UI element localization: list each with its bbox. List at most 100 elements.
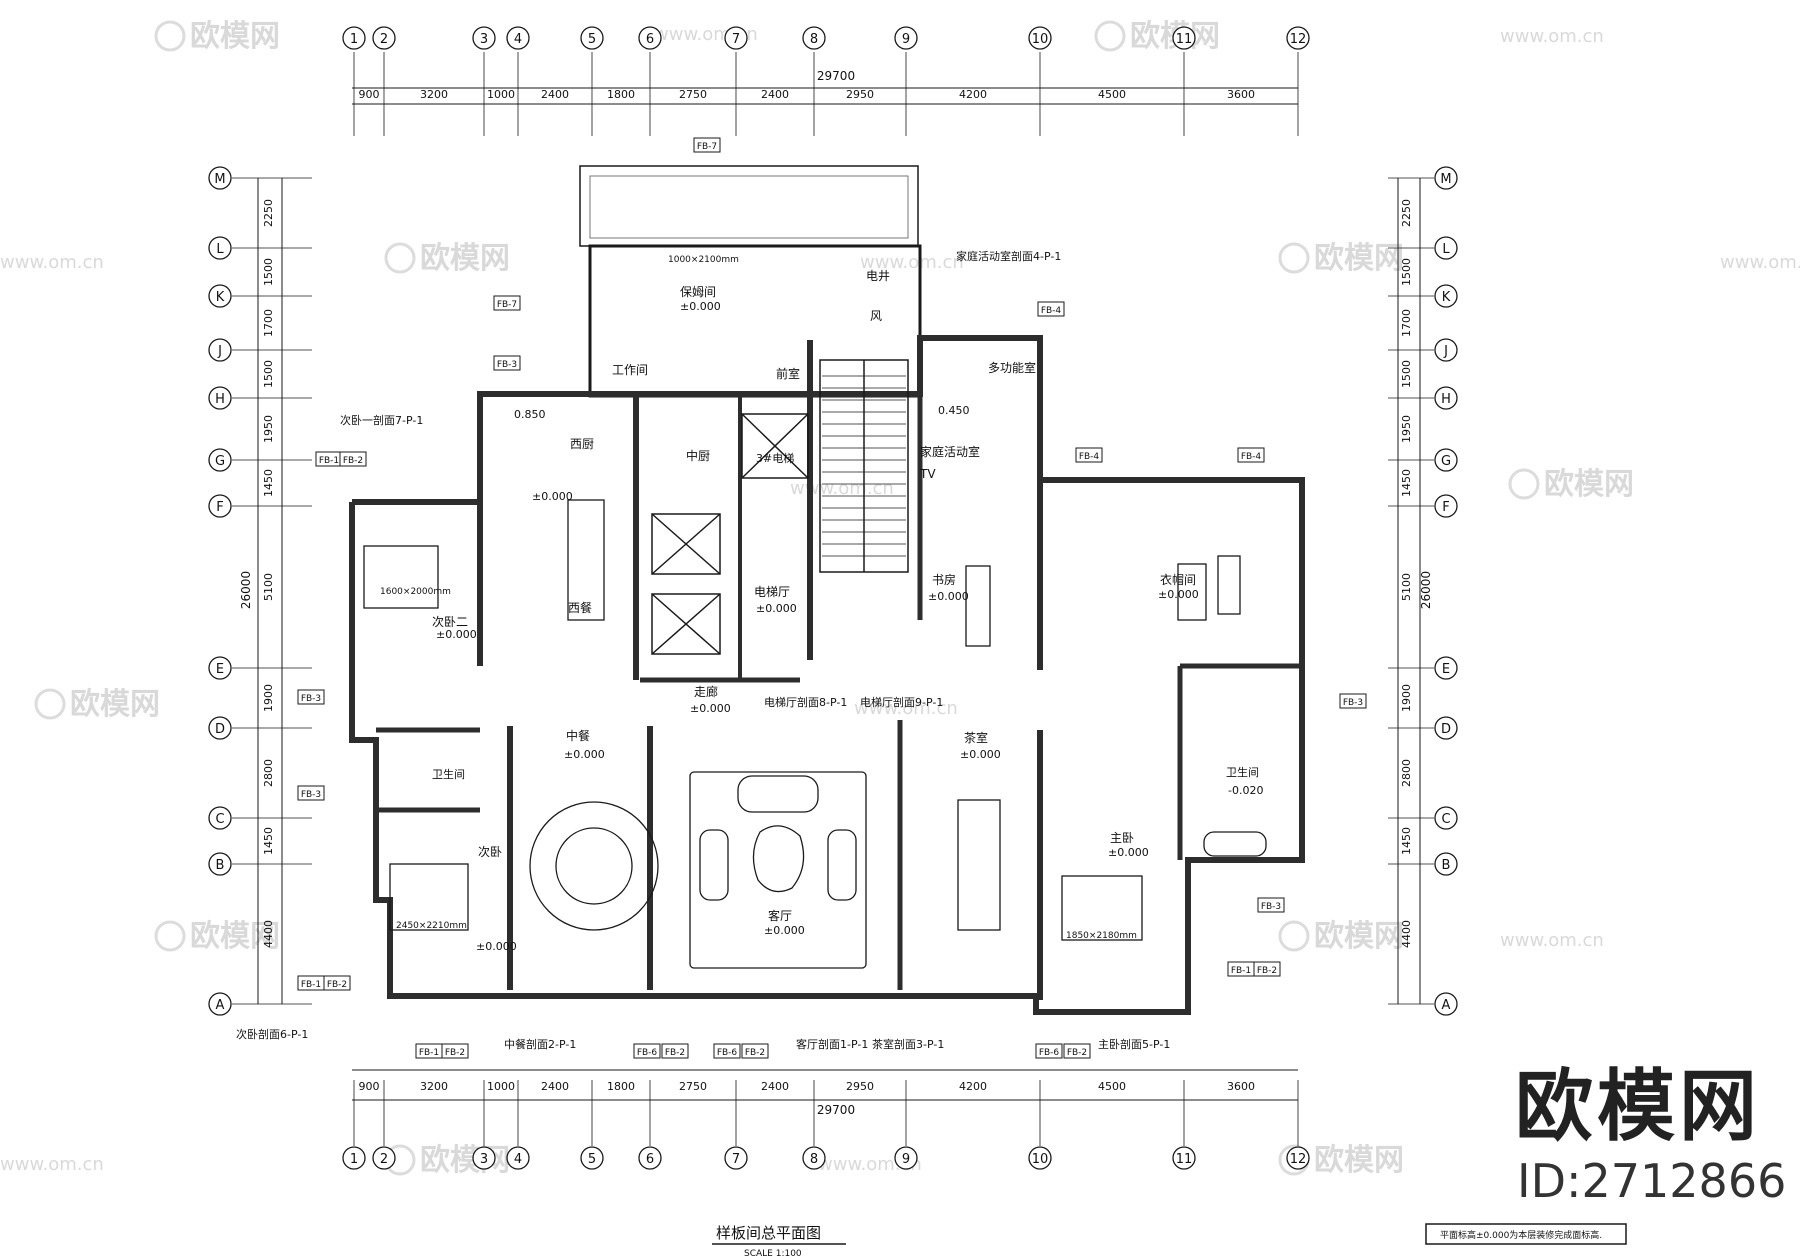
column-axis-label: 3	[480, 1152, 488, 1167]
room-level: ±0.000	[764, 924, 805, 937]
bed-size-label: 2450×2210mm	[396, 921, 467, 931]
row-dimension: 1450	[262, 827, 275, 855]
fb-tag-label: FB-2	[327, 980, 347, 990]
fb-tag-label: FB-2	[745, 1048, 765, 1058]
total-dimension: 29700	[817, 69, 855, 83]
drawing-scale: SCALE 1:100	[744, 1249, 802, 1259]
room-level: 0.450	[938, 404, 970, 417]
fb-tag-box	[493, 295, 521, 311]
watermark-logo	[154, 920, 186, 952]
column-axis-label: 10	[1032, 1152, 1049, 1167]
fb-tag-box	[1035, 1043, 1063, 1059]
watermark-logo	[1278, 242, 1310, 274]
column-axis-label: 1	[350, 1152, 358, 1167]
section-ref: 客厅剖面1-P-1	[796, 1037, 868, 1051]
row-dimension: 1900	[1400, 684, 1413, 712]
room-label: 次卧	[478, 845, 502, 859]
watermark-brand-text: 欧模网	[420, 241, 510, 276]
room-level: ±0.000	[960, 748, 1001, 761]
fb-tag-box	[661, 1043, 689, 1059]
row-dimension: 5100	[1400, 573, 1413, 601]
column-axis-bubble	[638, 1146, 662, 1170]
section-ref: 家庭活动室剖面4-P-1	[956, 249, 1061, 263]
elevators-stairs	[651, 359, 909, 655]
fb-tag-box	[693, 137, 721, 153]
row-dimension: 1700	[262, 309, 275, 337]
fb-tag-label: FB-2	[445, 1048, 465, 1058]
row-axis-label: C	[1441, 812, 1450, 827]
room-level: ±0.000	[928, 590, 969, 603]
column-dimension: 1800	[607, 88, 635, 101]
fb-tag-label: FB-2	[343, 456, 363, 466]
fb-tag-label: FB-1	[319, 456, 339, 466]
row-axis-label: H	[1441, 392, 1451, 407]
section-ref: 中餐剖面2-P-1	[504, 1037, 576, 1051]
row-axis-label: M	[214, 172, 225, 187]
column-axis-label: 1	[350, 32, 358, 47]
row-dimension: 2800	[1400, 759, 1413, 787]
column-axis-bubble	[342, 26, 366, 50]
column-dimension: 900	[359, 1080, 380, 1093]
row-axis-bubble	[1434, 338, 1458, 362]
row-axis-bubble	[208, 806, 232, 830]
section-ref: 次卧一剖面7-P-1	[340, 413, 423, 427]
watermark-site-text: www.om.cn	[1500, 930, 1604, 951]
room-level: ±0.000	[680, 300, 721, 313]
column-axis-label: 9	[902, 1152, 910, 1167]
watermark-brand-text: 欧模网	[1544, 467, 1634, 502]
room-label: 电井	[866, 269, 890, 283]
row-dimension: 1500	[1400, 360, 1413, 388]
column-axis-label: 8	[810, 1152, 818, 1167]
watermark-brand-text: 欧模网	[190, 19, 280, 54]
watermark-logo	[1094, 20, 1126, 52]
room-label: 电梯厅	[754, 585, 790, 599]
column-dimension: 900	[359, 88, 380, 101]
dimension-text: 9009003200320010001000240024001800180027…	[239, 69, 1433, 1117]
column-dimension: 4200	[959, 88, 987, 101]
row-axis-label: J	[217, 344, 222, 359]
watermark-logo	[1508, 468, 1540, 500]
room-label: 客厅	[768, 908, 792, 923]
room-label: 次卧二	[432, 615, 468, 629]
column-axis-label: 11	[1176, 32, 1193, 47]
row-axis-bubble	[208, 716, 232, 740]
fb-tag-label: FB-3	[497, 360, 517, 370]
drawing-title: 样板间总平面图	[716, 1224, 821, 1242]
watermark-logo	[1278, 920, 1310, 952]
row-axis-bubble	[1434, 236, 1458, 260]
row-axis-bubble	[1434, 284, 1458, 308]
fb-tag-label: FB-1	[301, 980, 321, 990]
row-axis-label: K	[1442, 290, 1451, 305]
room-level: ±0.000	[756, 602, 797, 615]
row-axis-label: C	[215, 812, 224, 827]
column-axis-label: 5	[588, 1152, 596, 1167]
fb-tag-box	[323, 975, 351, 991]
room-label: 书房	[932, 572, 956, 587]
row-axis-bubble	[208, 284, 232, 308]
watermark-site-text: www.om.cn	[0, 252, 104, 273]
row-dimension: 1950	[1400, 415, 1413, 443]
fb-tag-box	[1063, 1043, 1091, 1059]
column-axis-bubble	[894, 26, 918, 50]
watermark-brand-text: 欧模网	[1314, 1143, 1404, 1178]
fb-tag-box	[1037, 301, 1065, 317]
tv-label: TV	[919, 467, 936, 481]
column-dimension: 1800	[607, 1080, 635, 1093]
column-dimension: 2400	[541, 88, 569, 101]
row-axis-label: L	[1442, 242, 1450, 257]
bed-size-label: 1600×2000mm	[380, 587, 451, 597]
column-axis-bubble	[1172, 26, 1196, 50]
room-label: 西厨	[570, 437, 594, 451]
column-dimension: 2400	[541, 1080, 569, 1093]
column-axis-label: 2	[380, 32, 388, 47]
section-ref: 电梯厅剖面8-P-1	[764, 695, 847, 709]
room-label: 3#电梯	[756, 452, 794, 465]
section-ref: 茶室剖面3-P-1	[872, 1037, 944, 1051]
row-dimension: 1500	[262, 258, 275, 286]
row-axis-label: A	[1442, 998, 1451, 1013]
column-axis-bubble	[580, 1146, 604, 1170]
room-label: 走廊	[694, 684, 718, 699]
column-dimension: 2400	[761, 88, 789, 101]
row-axis-bubble	[208, 166, 232, 190]
